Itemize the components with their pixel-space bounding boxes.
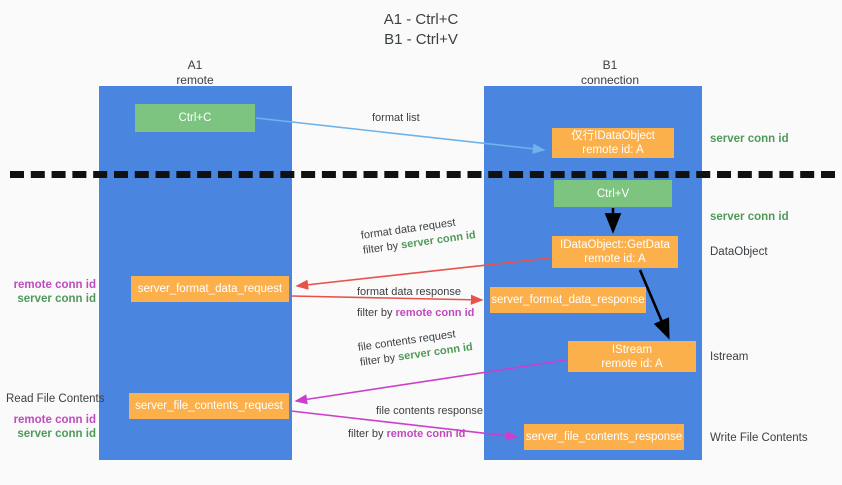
box-istream[interactable]: IStream remote id: A — [568, 341, 696, 372]
filter-prefix: filter by — [357, 307, 396, 319]
filter-value-remote-conn-id: remote conn id — [386, 428, 466, 440]
label-dataobject: DataObject — [710, 246, 768, 258]
label-remote-conn-id-2: remote conn id — [13, 414, 96, 426]
caption-format-data-response: format data response filter by remote co… — [357, 285, 474, 321]
caption-file-contents-response-filter: filter by remote conn id — [348, 427, 483, 442]
label-istream: Istream — [710, 351, 749, 363]
label-conn-ids-format-data: remote conn id server conn id — [8, 278, 96, 306]
caption-file-contents-response: file contents response filter by remote … — [348, 404, 483, 442]
box-server-format-data-request[interactable]: server_format_data_request — [131, 276, 289, 302]
dashed-separator-line — [10, 171, 835, 178]
column-header-b1: B1 connection — [580, 58, 640, 87]
filter-prefix: filter by — [348, 428, 387, 440]
filter-prefix: filter by — [362, 239, 403, 257]
caption-format-data-response-main: format data response — [357, 286, 461, 298]
box-server-file-contents-request[interactable]: server_file_contents_request — [129, 393, 289, 419]
label-read-file-contents: Read File Contents — [6, 393, 105, 405]
label-conn-ids-file-contents: remote conn id server conn id — [8, 413, 96, 441]
box-ctrl-v[interactable]: Ctrl+V — [554, 180, 672, 207]
label-remote-conn-id-1: remote conn id — [13, 279, 96, 291]
filter-prefix: filter by — [359, 351, 400, 369]
box-server-format-data-response[interactable]: server_format_data_response — [490, 287, 646, 313]
caption-format-data-request: format data request filter by server con… — [360, 213, 477, 259]
filter-value-remote-conn-id: remote conn id — [395, 307, 475, 319]
label-server-conn-id-top: server conn id — [710, 133, 789, 145]
box-server-file-contents-response[interactable]: server_file_contents_response — [524, 424, 684, 450]
caption-format-data-response-filter: filter by remote conn id — [357, 306, 474, 321]
page-title: A1 - Ctrl+C B1 - Ctrl+V — [383, 11, 459, 48]
caption-file-contents-request: file contents request filter by server c… — [357, 325, 474, 371]
label-server-conn-id-second: server conn id — [710, 211, 789, 223]
box-idataobject[interactable]: 仅行IDataObject remote id: A — [552, 128, 674, 158]
box-idataobject-getdata[interactable]: IDataObject::GetData remote id: A — [552, 236, 678, 268]
caption-format-list: format list — [372, 112, 420, 124]
label-server-conn-id-2: server conn id — [17, 428, 96, 440]
label-write-file-contents: Write File Contents — [710, 432, 808, 444]
box-ctrl-c[interactable]: Ctrl+C — [135, 104, 255, 132]
caption-file-contents-response-main: file contents response — [376, 405, 484, 417]
label-server-conn-id-1: server conn id — [17, 293, 96, 305]
column-header-a1: A1 remote — [176, 58, 214, 87]
